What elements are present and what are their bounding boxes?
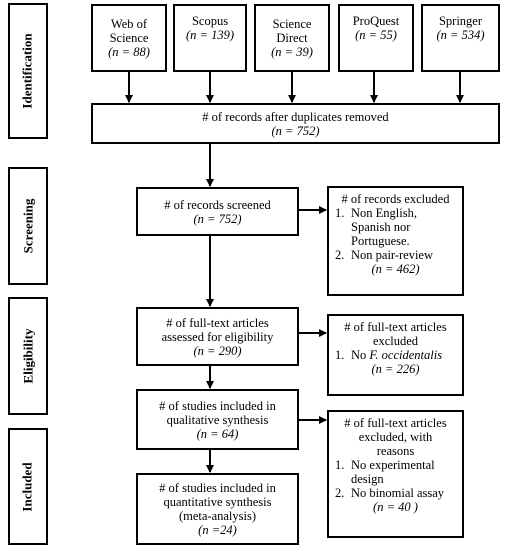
reason-line: Portuguese.: [351, 234, 410, 248]
qualitative-box: # of studies included in qualitative syn…: [136, 389, 299, 450]
quantitative-label-line3: (meta-analysis): [178, 509, 257, 523]
fulltext-count: (n = 290): [193, 343, 242, 358]
source-box-web-of-science: Web of Science (n = 88): [91, 4, 167, 72]
list-number: 1.: [335, 348, 345, 362]
fulltext-excluded-title-2: excluded: [372, 334, 419, 348]
exclusion-reason-text: No F. occidentalis: [351, 348, 442, 362]
reasons-excluded-title-3: reasons: [376, 444, 415, 458]
qualitative-label-line1: # of studies included in: [159, 398, 276, 413]
qualitative-label-line2: qualitative synthesis: [166, 412, 269, 427]
quantitative-count: (n =24): [198, 523, 237, 537]
source-box-science-direct: Science Direct (n = 39): [254, 4, 330, 72]
exclusion-reason-1: 1. Non English, Spanish nor Portuguese.: [335, 206, 456, 248]
phase-screening: Screening: [8, 167, 48, 285]
source-count: (n = 55): [355, 28, 397, 42]
phase-eligibility-label: Eligibility: [20, 328, 35, 384]
source-count: (n = 534): [436, 28, 485, 42]
reason-line: design: [351, 472, 384, 486]
source-name-line1: ProQuest: [352, 14, 400, 28]
qualitative-count: (n = 64): [196, 426, 239, 441]
reason-prefix: No: [351, 348, 370, 362]
records-excluded-count: (n = 462): [371, 262, 420, 276]
phase-eligibility: Eligibility: [8, 297, 48, 415]
dedup-label: # of records after duplicates removed: [202, 109, 389, 124]
exclusion-reason-1: 1. No F. occidentalis: [335, 348, 456, 362]
fulltext-label-line1: # of full-text articles: [166, 315, 269, 330]
quantitative-label-line2: quantitative synthesis: [163, 495, 272, 509]
reason-line: Non English,: [351, 206, 417, 220]
screened-count: (n = 752): [193, 211, 242, 226]
fulltext-excluded-count: (n = 226): [371, 362, 420, 376]
exclusion-reason-text: No experimental design: [351, 458, 435, 486]
screened-label: # of records screened: [164, 197, 271, 212]
list-number: 2.: [335, 248, 345, 262]
phase-identification: Identification: [8, 3, 48, 139]
source-name-line1: Web of: [110, 17, 148, 31]
list-number: 1.: [335, 206, 345, 220]
fulltext-excluded-box: # of full-text articles excluded 1. No F…: [327, 314, 464, 396]
source-name-line2: Science: [109, 31, 149, 45]
fulltext-label-line2: assessed for eligibility: [161, 329, 274, 344]
reasons-excluded-title-1: # of full-text articles: [344, 416, 447, 430]
dedup-box: # of records after duplicates removed (n…: [91, 103, 500, 144]
fulltext-excluded-title-1: # of full-text articles: [344, 320, 447, 334]
quantitative-box: # of studies included in quantitative sy…: [136, 473, 299, 545]
exclusion-reason-text: Non English, Spanish nor Portuguese.: [351, 206, 417, 248]
source-box-proquest: ProQuest (n = 55): [338, 4, 414, 72]
dedup-count: (n = 752): [271, 123, 320, 138]
source-count: (n = 139): [185, 28, 234, 42]
source-name-line2: Direct: [276, 31, 308, 45]
source-box-springer: Springer (n = 534): [421, 4, 500, 72]
exclusion-reason-1: 1. No experimental design: [335, 458, 456, 486]
reason-line: Non pair-review: [351, 248, 434, 262]
records-excluded-box: # of records excluded 1. Non English, Sp…: [327, 186, 464, 296]
exclusion-reason-2: 2. No binomial assay: [335, 486, 456, 500]
species-name: F. occidentalis: [369, 348, 443, 362]
source-name-line1: Science: [272, 17, 312, 31]
list-number: 1.: [335, 458, 345, 472]
exclusion-reason-2: 2. Non pair-review: [335, 248, 456, 262]
source-count: (n = 88): [108, 45, 150, 59]
records-excluded-title: # of records excluded: [341, 192, 450, 206]
source-box-scopus: Scopus (n = 139): [173, 4, 247, 72]
reasons-excluded-title-2: excluded, with: [358, 430, 433, 444]
phase-identification-label: Identification: [20, 33, 35, 109]
reasons-excluded-box: # of full-text articles excluded, with r…: [327, 410, 464, 538]
reason-line: No experimental: [351, 458, 435, 472]
phase-screening-label: Screening: [20, 198, 35, 254]
phase-included: Included: [8, 428, 48, 545]
source-name-line1: Scopus: [191, 14, 229, 28]
source-count: (n = 39): [271, 45, 313, 59]
reason-line: No binomial assay: [351, 486, 445, 500]
source-name-line1: Springer: [438, 14, 483, 28]
screened-box: # of records screened (n = 752): [136, 187, 299, 236]
fulltext-box: # of full-text articles assessed for eli…: [136, 307, 299, 366]
quantitative-label-line1: # of studies included in: [159, 481, 276, 495]
phase-included-label: Included: [20, 461, 36, 512]
list-number: 2.: [335, 486, 345, 500]
reasons-excluded-count: (n = 40 ): [373, 500, 418, 514]
reason-line: Spanish nor: [351, 220, 411, 234]
